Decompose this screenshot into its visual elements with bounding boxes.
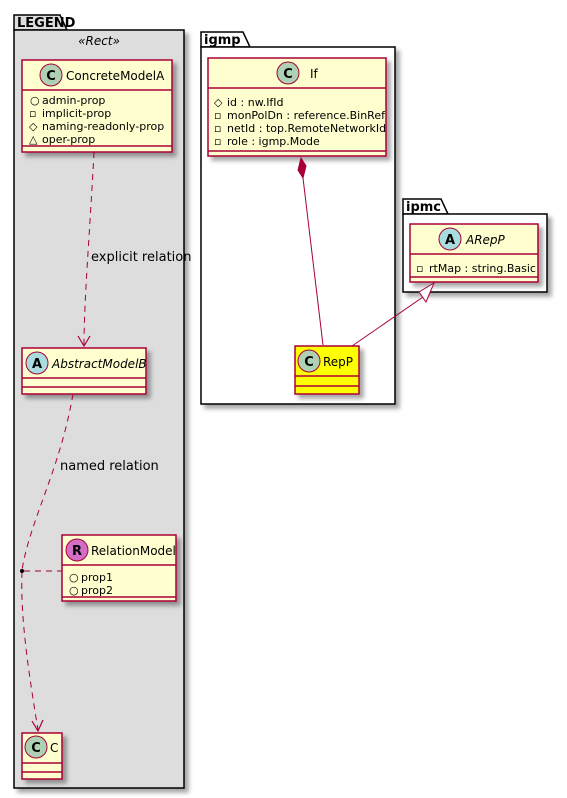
class-concrete-model-a-name: ConcreteModelA xyxy=(66,69,165,83)
class-relation-model-name: RelationModel xyxy=(91,544,176,558)
class-badge-letter: C xyxy=(31,741,41,756)
class-abstract-model-b[interactable]: A AbstractModelB xyxy=(21,347,147,395)
class-arepp[interactable]: A ARepP ▫ rtMap : string.Basic xyxy=(409,223,539,283)
class-arepp-name: ARepP xyxy=(465,233,506,247)
class-arepp-box xyxy=(409,223,539,283)
class-if-name: If xyxy=(310,67,319,81)
arrowhead-icon xyxy=(31,719,44,733)
class-relation-model[interactable]: R RelationModel ○ prop1 ○ prop2 xyxy=(61,534,177,602)
edge-composition-if-repp[interactable] xyxy=(297,156,324,346)
class-repp-name: RepP xyxy=(323,355,353,369)
edge-generalization-repp-arepp[interactable] xyxy=(351,281,436,347)
class-repp[interactable]: C RepP xyxy=(294,345,360,395)
class-concrete-model-a[interactable]: C ConcreteModelA ○ admin-prop ▫ implicit… xyxy=(21,59,173,153)
class-badge-letter: C xyxy=(283,67,293,82)
abstract-badge-icon xyxy=(438,227,462,251)
edge-named-relation[interactable]: named relation xyxy=(20,393,159,733)
inheritance-triangle-icon xyxy=(418,281,436,304)
private-visibility-icon: ▫ xyxy=(416,262,423,275)
public-visibility-icon: ○ xyxy=(30,94,40,107)
package-visibility-icon: △ xyxy=(29,133,38,146)
class-c[interactable]: C C xyxy=(21,732,63,780)
public-visibility-icon: ○ xyxy=(69,571,79,584)
class-badge-letter: C xyxy=(46,69,56,84)
class-badge-icon xyxy=(276,61,300,85)
package-legend-body xyxy=(13,29,185,789)
private-visibility-icon: ▫ xyxy=(214,109,221,122)
class-badge-icon xyxy=(24,735,48,759)
public-visibility-icon: ○ xyxy=(69,584,79,597)
class-if[interactable]: C If ◇ id : nw.IfId ▫ monPolDn : referen… xyxy=(207,57,387,157)
class-if-attr: role : igmp.Mode xyxy=(227,135,320,148)
private-visibility-icon: ▫ xyxy=(214,135,221,148)
relation-badge-letter: R xyxy=(72,544,82,559)
package-legend-title: LEGEND xyxy=(17,16,76,31)
class-concrete-model-a-attr: naming-readonly-prop xyxy=(42,120,164,133)
class-badge-icon xyxy=(39,63,63,87)
arrowhead-icon xyxy=(77,335,91,348)
class-if-attr: netId : top.RemoteNetworkId xyxy=(227,122,386,135)
class-c-name: C xyxy=(50,741,58,755)
class-if-attr: monPolDn : reference.BinRef xyxy=(227,109,386,122)
edge-explicit-relation[interactable]: explicit relation xyxy=(77,151,191,348)
relation-badge-icon xyxy=(65,538,89,562)
package-ipmc-title: ipmc xyxy=(406,200,441,215)
edge-named-relation-label: named relation xyxy=(60,459,159,474)
class-badge-icon xyxy=(297,349,321,373)
class-abstract-model-b-name: AbstractModelB xyxy=(51,357,147,371)
private-visibility-icon: ▫ xyxy=(29,107,36,120)
class-relation-model-attr: prop2 xyxy=(81,584,113,597)
class-concrete-model-a-attr: implicit-prop xyxy=(42,107,111,120)
private-visibility-icon: ▫ xyxy=(214,122,221,135)
composition-diamond-icon xyxy=(297,156,307,180)
class-concrete-model-a-attr: oper-prop xyxy=(42,133,95,146)
package-legend[interactable]: LEGEND «Rect» xyxy=(13,14,185,789)
association-point-icon xyxy=(20,569,24,573)
package-legend-stereotype: «Rect» xyxy=(78,34,120,48)
class-relation-model-attr: prop1 xyxy=(81,571,113,584)
edge-explicit-relation-label: explicit relation xyxy=(91,250,191,265)
abstract-badge-letter: A xyxy=(445,233,455,248)
class-arepp-attr: rtMap : string.Basic xyxy=(429,262,536,275)
class-if-attr: id : nw.IfId xyxy=(227,96,284,109)
protected-visibility-icon: ◇ xyxy=(214,96,223,109)
class-concrete-model-a-attr: admin-prop xyxy=(42,94,105,107)
protected-visibility-icon: ◇ xyxy=(29,120,38,133)
class-concrete-model-a-box xyxy=(21,59,173,153)
abstract-badge-icon xyxy=(25,351,49,375)
class-badge-letter: C xyxy=(304,355,314,370)
package-igmp-title: igmp xyxy=(204,33,241,48)
abstract-badge-letter: A xyxy=(32,357,42,372)
